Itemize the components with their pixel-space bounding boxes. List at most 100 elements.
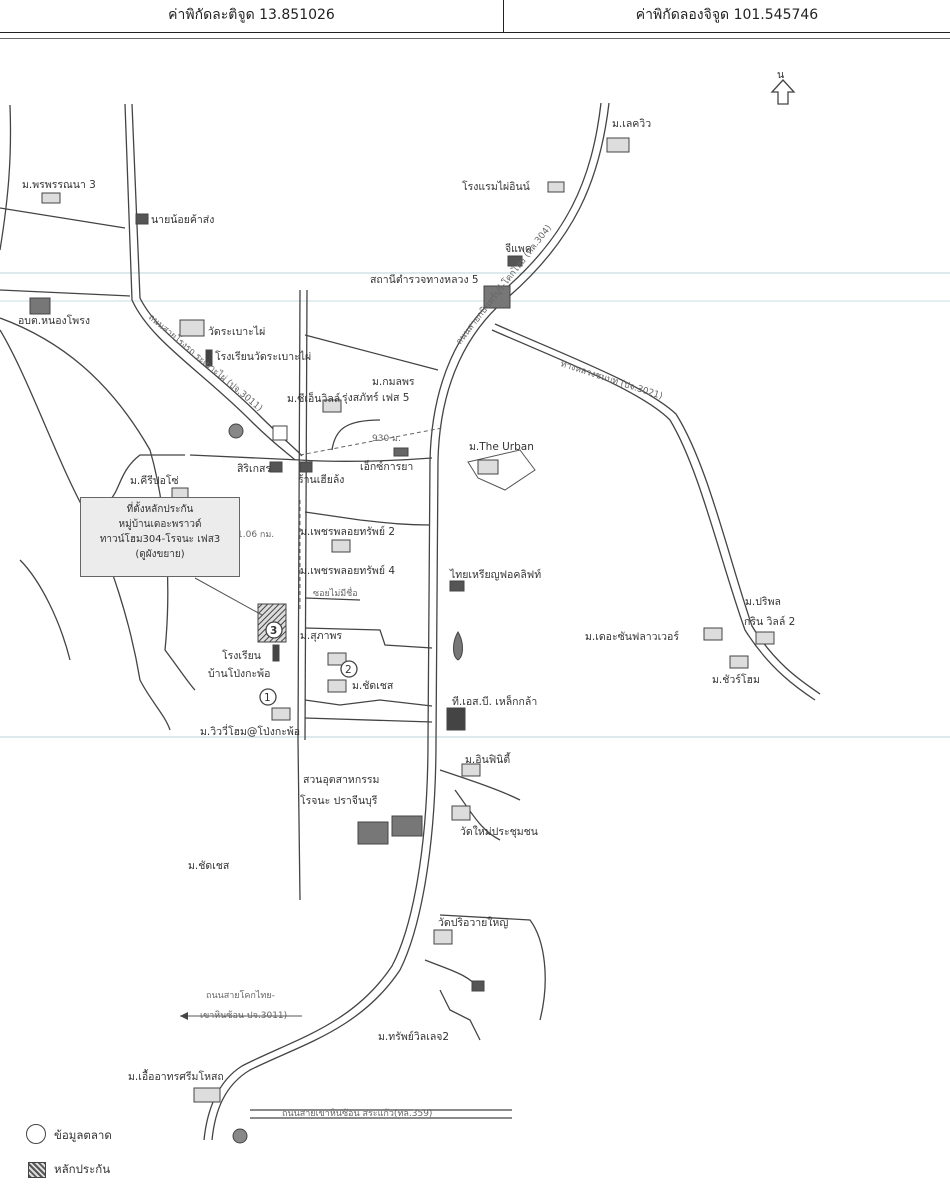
label-sao: อบต.หนองโพรง xyxy=(18,314,90,327)
label-khiri: ม.คีรีปอโซ่ xyxy=(130,474,179,487)
sao-office-icon xyxy=(29,297,51,315)
label-industrial-2: โรจนะ ปราจีนบุรี xyxy=(300,794,378,807)
village-icon xyxy=(331,539,351,553)
road-network xyxy=(0,102,821,1141)
police-station-icon xyxy=(483,285,511,309)
village-icon xyxy=(41,192,61,204)
market-circle-icon xyxy=(26,1124,46,1144)
village-icon xyxy=(755,631,775,645)
label-kamolporn-2: รุ่งสภัทร์ เฟส 5 xyxy=(342,391,409,404)
marker-2-label: 2 xyxy=(345,664,352,676)
village-icon xyxy=(471,980,485,992)
bank-icon xyxy=(272,425,288,441)
village-icon xyxy=(327,679,347,693)
marker-3-label: 3 xyxy=(270,625,277,637)
temple-icon xyxy=(451,805,471,821)
label-temple: วัดระเบาะไผ่ xyxy=(208,325,265,338)
label-industrial-1: สวนอุตสาหกรรม xyxy=(303,774,379,786)
label-forklift: ไทยเหรียญฟอคลิฟท์ xyxy=(449,568,541,581)
label-sunflower: ม.เดอะซันฟลาวเวอร์ xyxy=(585,630,679,643)
label-school: โรงเรียนวัดระเบาะไผ่ xyxy=(215,350,311,363)
label-ban-school-2: บ้านโป่งกะพ้อ xyxy=(208,667,270,680)
market-marker-1 xyxy=(259,688,277,706)
industrial-estate-icon xyxy=(357,821,389,845)
gas-station-icon xyxy=(232,1128,248,1144)
collateral-callout: ที่ตั้งหลักประกัน หมู่บ้านเดอะพราวด์ ทาว… xyxy=(80,497,240,577)
village-icon xyxy=(322,399,342,413)
label-temple-2: วัดใหม่ประชุมชน xyxy=(460,825,538,838)
label-temple-3: วัดปริอวายใหญ่ xyxy=(438,916,508,929)
latitude-label: ค่าพิกัดละติจูด 13.851026 xyxy=(0,0,504,32)
village-icon xyxy=(327,652,347,666)
shop-icon xyxy=(135,213,149,225)
label-wachirahome: ม.ชัวร์โฮม xyxy=(712,673,760,686)
distance-line-930m xyxy=(299,427,443,456)
label-seeween: ม.ซีเอ็นวิลล์ xyxy=(287,391,340,405)
north-arrow-icon xyxy=(770,79,796,105)
label-lake-view: ม.เลควิว xyxy=(612,118,651,130)
village-icon xyxy=(461,763,481,777)
label-wholesale: นายน้อยค้าส่ง xyxy=(151,214,214,226)
label-euaarthorn: ม.เอื้ออาทรศรีมโหสถ xyxy=(128,1069,224,1083)
label-gpc: จีแพค xyxy=(505,242,532,255)
callout-line-4: (ดูผังขยาย) xyxy=(135,549,185,560)
gas-station-icon xyxy=(228,423,244,439)
header-divider xyxy=(0,38,950,39)
label-road-3021: ทางหลวงชนบท (ปจ.3021) xyxy=(559,359,664,402)
village-icon xyxy=(193,1087,221,1103)
store-icon xyxy=(269,461,283,473)
temple-icon xyxy=(179,319,205,337)
legend-market-label: ข้อมูลตลาด xyxy=(54,1128,112,1142)
water-drop-icon xyxy=(453,631,463,661)
collateral-marker-3 xyxy=(265,621,283,639)
market-marker-2 xyxy=(340,660,358,678)
label-supap: ม.สุภาพร xyxy=(300,630,342,642)
callout-pointer xyxy=(194,577,263,616)
village-icon xyxy=(703,627,723,641)
label-paripol-2: กริน วิลล์ 2 xyxy=(744,615,795,628)
label-shop: ร้านเฮียล้ง xyxy=(298,473,344,486)
north-label: น xyxy=(777,69,784,81)
shop-icon xyxy=(299,461,313,473)
the-urban-boundary xyxy=(467,449,536,491)
marker-1-label: 1 xyxy=(264,692,271,704)
callout-line-3: ทาวน์โฮม304-โรจนะ เฟส3 xyxy=(99,534,221,545)
label-chatchet: ม.ชัดเชส xyxy=(352,680,394,692)
longitude-label: ค่าพิกัดลองจิจูด 101.545746 xyxy=(635,7,819,23)
factory-icon xyxy=(449,580,465,592)
steel-factory-icon xyxy=(446,707,466,731)
label-the-urban: ม.The Urban xyxy=(469,441,534,453)
label-pornnana: ม.พรพรรณนา 3 xyxy=(22,179,96,191)
school-icon xyxy=(205,349,213,367)
hotel-icon xyxy=(547,181,565,193)
school-icon xyxy=(272,644,280,662)
label-tsb: ที.เอส.บี. เหล็กกล้า xyxy=(452,694,537,708)
label-kamolporn-1: ม.กมลพร xyxy=(372,376,415,388)
label-khok-thai-1: ถนนสายโคกไทย- xyxy=(206,990,275,1001)
label-infinity: ม.อินฟินิตี้ xyxy=(465,752,511,766)
arrow-left-icon xyxy=(180,1012,188,1020)
label-ban-school-1: โรงเรียน xyxy=(222,649,261,662)
village-icon xyxy=(729,655,749,669)
label-chatchet-2: ม.ชัดเชส xyxy=(188,860,230,872)
map-legend: ข้อมูลตลาด หลักประกัน xyxy=(24,1122,224,1188)
legend-collateral-label: หลักประกัน xyxy=(54,1162,111,1176)
callout-line-1: ที่ตั้งหลักประกัน xyxy=(126,504,194,515)
factory-icon xyxy=(507,255,523,267)
building-icons xyxy=(29,137,775,1144)
label-petch-4: ม.เพชรพลอยทรัพย์ 4 xyxy=(300,564,395,577)
label-hotel: โรงแรมไผ่อินน์ xyxy=(462,180,530,193)
label-police: สถานีตำรวจทางหลวง 5 xyxy=(370,273,479,286)
temple-icon xyxy=(433,929,453,945)
village-icon xyxy=(477,459,499,475)
village-icon xyxy=(606,137,630,153)
label-viewhome: ม.วิววี่โฮม@โป่งกะพ้อ xyxy=(200,724,300,738)
label-dist-106: 1.06 กม. xyxy=(237,530,274,540)
label-paripol-1: ม.ปริพล xyxy=(745,596,781,608)
label-soi: ซอยไม่มีชื่อ xyxy=(313,586,358,599)
label-petch-2: ม.เพชรพลอยทรัพย์ 2 xyxy=(300,525,395,538)
label-dist-930: 930 ม. xyxy=(372,434,401,444)
village-icon xyxy=(271,707,291,721)
label-sappawit: ม.ทรัพย์วิลเลจ2 xyxy=(378,1030,449,1043)
callout-line-2: หมู่บ้านเดอะพราวด์ xyxy=(118,519,202,530)
